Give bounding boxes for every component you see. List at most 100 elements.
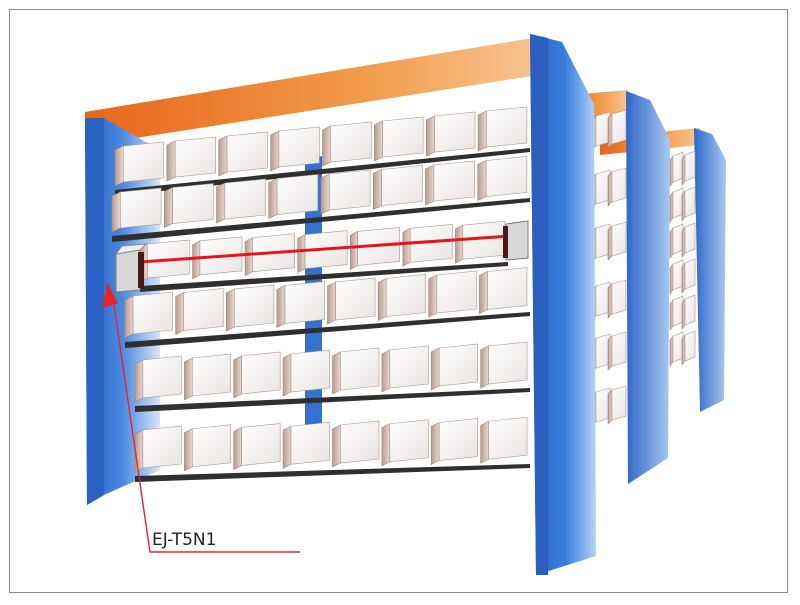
box-side (669, 191, 674, 223)
storage-box (233, 423, 281, 470)
box-face (487, 267, 528, 310)
storage-box (681, 330, 696, 366)
arrow-icon (103, 282, 118, 308)
storage-box (607, 385, 627, 425)
box-side (268, 178, 278, 219)
box-side (477, 110, 487, 152)
shelf-beam (135, 464, 530, 482)
box-face (385, 274, 427, 317)
storage-box (184, 424, 232, 472)
storage-box (669, 223, 684, 259)
storage-box (134, 355, 182, 403)
shelf-beam (112, 198, 530, 242)
storage-box (669, 259, 684, 295)
box-side (374, 120, 383, 162)
storage-box (282, 421, 330, 469)
box-face (290, 421, 330, 465)
storage-box (124, 291, 173, 339)
box-face (433, 160, 475, 202)
photoelectric-sensor-pair (114, 220, 529, 293)
storage-box (184, 353, 232, 401)
box-side (381, 423, 391, 467)
box-face (234, 284, 275, 328)
shelf-beam (140, 262, 508, 292)
box-face (191, 424, 232, 468)
box-face (142, 425, 182, 469)
front-boxes (111, 106, 528, 473)
box-face (120, 187, 162, 229)
box-side (134, 429, 144, 473)
box-face (611, 167, 627, 203)
box-side (669, 155, 674, 187)
rear-column (694, 128, 726, 412)
storage-box (322, 121, 372, 167)
storage-box (681, 294, 696, 330)
storage-box (607, 221, 627, 261)
box-side (244, 237, 253, 277)
shelf-beam (115, 148, 530, 196)
box-side (111, 191, 121, 233)
box-side (114, 145, 124, 187)
storage-box (477, 106, 528, 152)
box-face (611, 279, 627, 315)
storage-box (233, 351, 281, 399)
box-side (607, 283, 613, 319)
box-face (183, 288, 224, 331)
box-face (684, 258, 696, 290)
box-face (241, 423, 281, 466)
box-face (672, 187, 684, 219)
box-face (226, 131, 268, 173)
box-side (322, 125, 332, 167)
storage-box (425, 160, 475, 206)
box-face (330, 121, 372, 163)
storage-box (669, 151, 684, 187)
box-face (436, 270, 477, 314)
box-side (163, 187, 173, 228)
box-face (142, 355, 182, 399)
box-face (611, 331, 627, 367)
box-face (488, 341, 528, 385)
box-face (123, 141, 165, 183)
box-face (488, 416, 528, 460)
photoelectric-sensor-icon (114, 243, 148, 293)
storage-box (377, 274, 427, 321)
box-side (233, 355, 242, 399)
box-side (681, 226, 686, 258)
storage-box (372, 165, 423, 210)
box-face (611, 109, 627, 145)
box-face (438, 418, 478, 461)
box-side (681, 262, 686, 294)
box-side (681, 298, 686, 330)
box-side (192, 240, 201, 280)
storage-box (374, 116, 424, 162)
box-face (409, 223, 453, 263)
box-side (166, 140, 176, 182)
box-face (335, 277, 376, 321)
storage-box (430, 418, 478, 465)
storage-box (225, 284, 275, 332)
front-left-column-edge (85, 118, 104, 505)
storage-box (332, 420, 380, 468)
box-face (611, 221, 627, 257)
storage-box (134, 425, 182, 473)
box-side (332, 424, 341, 468)
box-side (282, 353, 292, 397)
storage-box (669, 187, 684, 223)
box-side (425, 115, 435, 157)
storage-box (669, 295, 684, 331)
box-side (669, 263, 674, 295)
callout-leader-line (112, 297, 300, 553)
storage-box (327, 277, 376, 325)
box-side (134, 359, 144, 403)
storage-box (332, 347, 380, 395)
box-side (669, 299, 674, 331)
box-side (216, 182, 226, 224)
storage-box (607, 331, 627, 371)
box-face (684, 294, 696, 326)
box-face (132, 291, 173, 335)
box-side (428, 274, 438, 318)
box-face (290, 349, 330, 393)
storage-box (320, 169, 371, 215)
box-face (224, 178, 266, 220)
